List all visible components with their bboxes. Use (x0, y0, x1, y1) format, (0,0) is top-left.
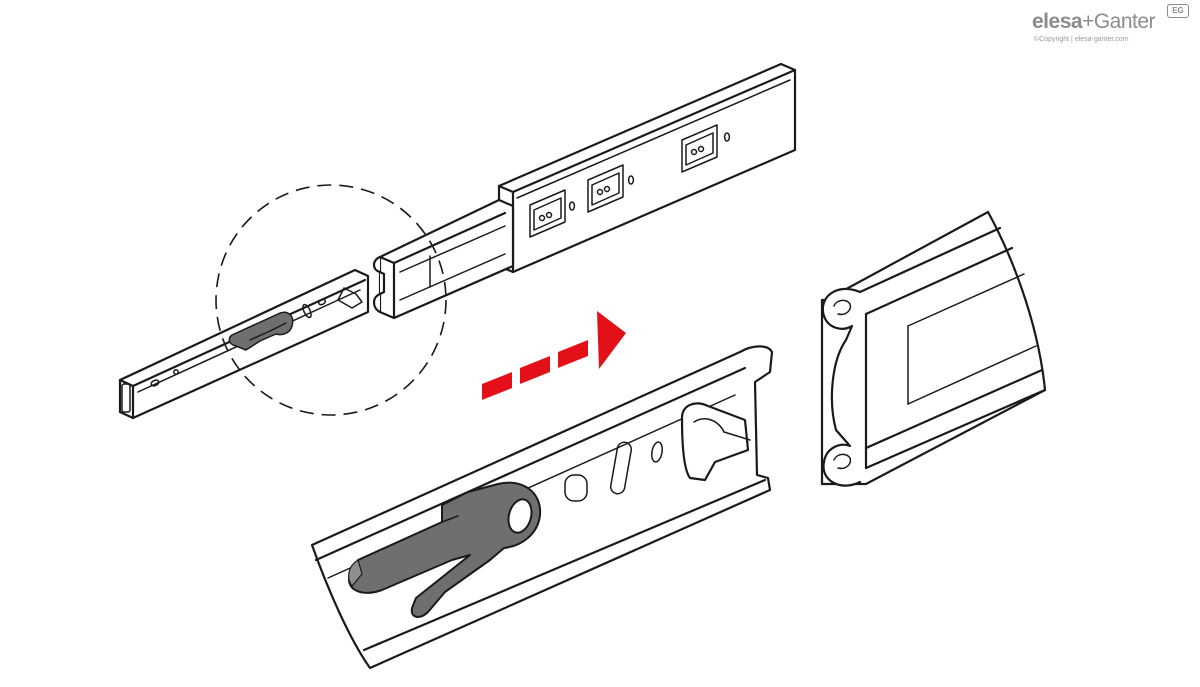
disconnect-lever-detail (348, 481, 542, 618)
brand-name: elesa+Ganter (1032, 10, 1156, 34)
disconnect-lever (228, 311, 294, 351)
brand-name-elesa: elesa (1032, 10, 1083, 33)
intermediate-rail-detail (820, 210, 1047, 487)
rail-mount-slot (529, 189, 576, 238)
rail-mount-slot (681, 124, 731, 173)
outer-rail (497, 62, 797, 274)
brand-logo: elesa+Ganter EG ©Copyright | elesa-gante… (1032, 4, 1192, 46)
rail-mount-slot (587, 164, 635, 213)
magnifier-circle (215, 184, 447, 416)
brand-badge: EG (1167, 4, 1189, 18)
intermediate-rail (372, 198, 515, 320)
brand-name-ganter: +Ganter (1082, 10, 1156, 33)
brand-copyright: ©Copyright | elesa-ganter.com (1034, 36, 1129, 43)
inner-rail-detail (310, 345, 774, 670)
red-dashed-arrow-right-icon (482, 311, 626, 400)
